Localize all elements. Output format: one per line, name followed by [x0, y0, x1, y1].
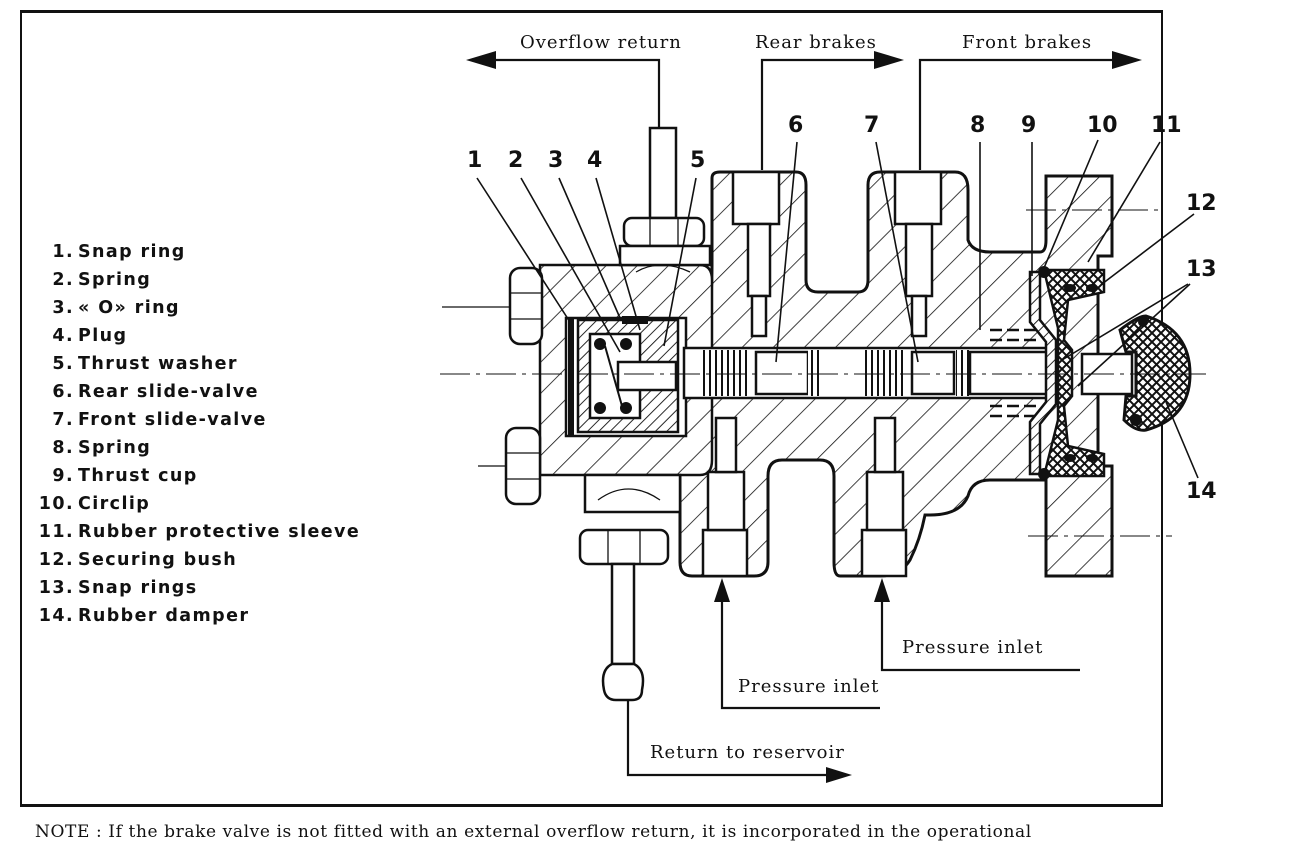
legend-number: 10. [38, 494, 74, 514]
legend-number: 3. [52, 298, 74, 318]
front-brakes-port [893, 170, 943, 338]
rear-pressure-inlet-port [701, 416, 749, 578]
legend-number: 11. [38, 522, 74, 542]
legend-label: Thrust washer [78, 354, 238, 374]
callout-14: 14 [1186, 479, 1217, 504]
legend-label: Thrust cup [78, 466, 198, 486]
arrow-right-icon [1112, 51, 1142, 69]
rubber-damper [1118, 314, 1192, 432]
legend-item: 6.Rear slide-valve [37, 378, 360, 406]
callout-1: 1 [467, 148, 482, 173]
legend-item: 3.« O» ring [37, 294, 360, 322]
arrow-left-icon [466, 51, 496, 69]
parts-legend: 1.Snap ring 2.Spring 3.« O» ring 4.Plug … [37, 238, 360, 630]
front-brakes-line [918, 51, 1142, 170]
front-brakes-label: Front brakes [962, 32, 1092, 53]
legend-label: Spring [78, 270, 152, 290]
legend-label: Circlip [78, 494, 151, 514]
callout-5: 5 [690, 148, 705, 173]
rubber-protective-sleeve [1042, 268, 1106, 478]
legend-label: Plug [78, 326, 128, 346]
legend-item: 10.Circlip [37, 490, 360, 518]
arrow-right-icon [826, 767, 852, 783]
legend-number: 7. [52, 410, 74, 430]
legend-item: 12.Securing bush [37, 546, 360, 574]
pressure-inlet-rear-label: Pressure inlet [738, 676, 879, 697]
arrow-up-icon [714, 578, 730, 602]
right-assembly [990, 266, 1192, 480]
callout-8: 8 [970, 113, 985, 138]
legend-item: 2.Spring [37, 266, 360, 294]
legend-number: 12. [38, 550, 74, 570]
front-pressure-inlet-port [860, 416, 908, 578]
pressure-inlet-front-line [874, 578, 1080, 672]
legend-item: 13.Snap rings [37, 574, 360, 602]
arrow-right-icon [874, 51, 904, 69]
overflow-return-label: Overflow return [520, 32, 682, 53]
callout-12: 12 [1186, 191, 1217, 216]
legend-item: 7.Front slide-valve [37, 406, 360, 434]
legend-item: 5.Thrust washer [37, 350, 360, 378]
rear-valve-grooves [700, 350, 750, 396]
legend-number: 4. [52, 326, 74, 346]
arrow-up-icon [874, 578, 890, 602]
legend-number: 1. [52, 242, 74, 262]
callout-4: 4 [587, 148, 602, 173]
legend-label: Snap ring [78, 242, 186, 262]
overflow-return-line [466, 51, 661, 128]
callout-2: 2 [508, 148, 523, 173]
callout-9: 9 [1021, 113, 1036, 138]
legend-number: 9. [52, 466, 74, 486]
legend-number: 5. [52, 354, 74, 374]
callouts: 1 2 3 4 5 6 7 8 9 10 11 12 13 14 [467, 113, 1217, 504]
legend-item: 8.Spring [37, 434, 360, 462]
return-to-reservoir-line [626, 700, 852, 783]
legend-number: 14. [38, 606, 74, 626]
legend-item: 14.Rubber damper [37, 602, 360, 630]
spring-8 [990, 328, 1040, 418]
callout-11: 11 [1151, 113, 1182, 138]
return-to-reservoir-label: Return to reservoir [650, 742, 845, 763]
legend-label: Securing bush [78, 550, 238, 570]
rear-brakes-port [731, 170, 781, 338]
callout-7: 7 [864, 113, 879, 138]
legend-label: Front slide-valve [78, 410, 267, 430]
callout-3: 3 [548, 148, 563, 173]
callout-13: 13 [1186, 257, 1217, 282]
legend-item: 9.Thrust cup [37, 462, 360, 490]
legend-label: Spring [78, 438, 152, 458]
legend-item: 11.Rubber protective sleeve [37, 518, 360, 546]
rear-brakes-line [760, 51, 904, 170]
legend-label: Rubber damper [78, 606, 250, 626]
legend-item: 4.Plug [37, 322, 360, 350]
legend-number: 13. [38, 578, 74, 598]
rear-slide-valve [754, 350, 810, 396]
rear-brakes-label: Rear brakes [755, 32, 877, 53]
legend-number: 8. [52, 438, 74, 458]
o-ring [622, 316, 648, 324]
front-slide-valve [910, 350, 956, 396]
legend-label: Rubber protective sleeve [78, 522, 361, 542]
legend-item: 1.Snap ring [37, 238, 360, 266]
pressure-inlet-rear-line [714, 578, 880, 710]
pressure-inlet-front-label: Pressure inlet [902, 637, 1043, 658]
callout-6: 6 [788, 113, 803, 138]
return-pipe [578, 473, 682, 702]
callout-10: 10 [1087, 113, 1118, 138]
legend-number: 2. [52, 270, 74, 290]
legend-label: Rear slide-valve [78, 382, 259, 402]
legend-label: « O» ring [78, 298, 180, 318]
left-bolts [442, 266, 544, 506]
footnote: NOTE : If the brake valve is not fitted … [35, 822, 1032, 842]
legend-label: Snap rings [78, 578, 198, 598]
legend-number: 6. [52, 382, 74, 402]
